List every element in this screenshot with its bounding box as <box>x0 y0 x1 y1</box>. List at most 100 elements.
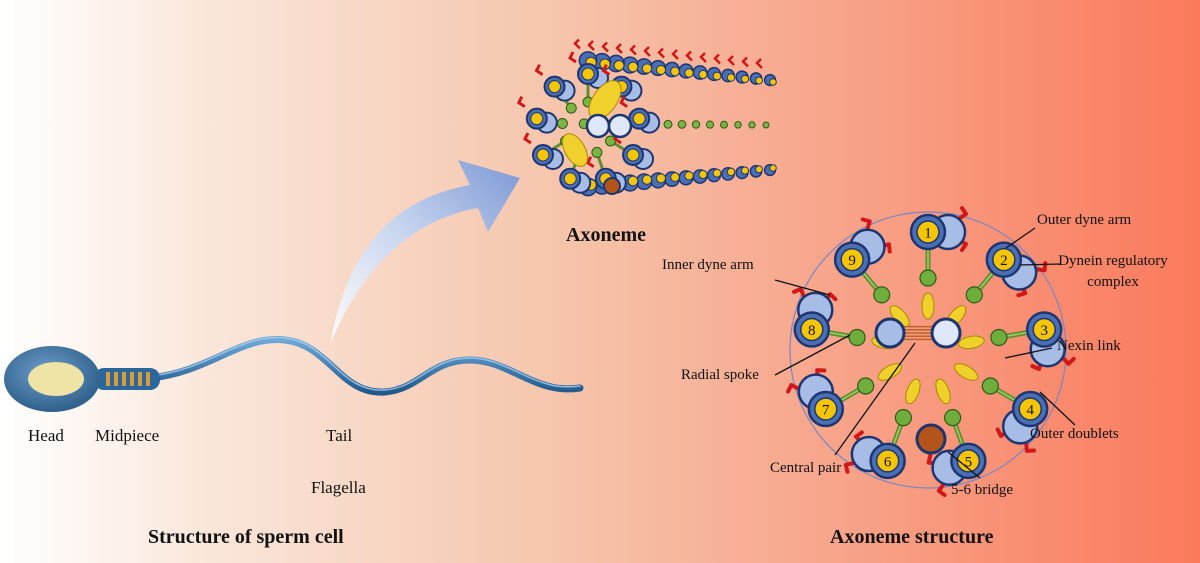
axoneme-front-spoke-head <box>591 146 603 158</box>
axoneme-dynein-arm <box>601 41 609 53</box>
axoneme-front-dynein-arm <box>516 95 526 108</box>
a-tubule-core <box>840 247 864 272</box>
doublet-number: 2 <box>1000 253 1008 269</box>
central-projection <box>921 292 935 320</box>
axoneme-3d <box>516 38 777 197</box>
a-tubule-core <box>916 220 940 244</box>
sperm-midpiece <box>94 368 160 390</box>
axoneme-dynein-arm <box>699 52 707 63</box>
axoneme-tubule-core <box>769 78 777 86</box>
label-central-pair: Central pair <box>770 460 842 476</box>
axoneme-central-tubule <box>607 113 633 139</box>
axoneme-bridge-dot <box>603 177 621 195</box>
axoneme-tubule-core <box>670 172 680 182</box>
a-tubule-core <box>875 449 900 473</box>
label-outer-dyne-arm: Outer dyne arm <box>1037 212 1132 228</box>
axoneme-spoke-head <box>677 120 687 129</box>
radial-spoke-head <box>848 328 866 347</box>
central-microtubule-left <box>874 317 906 349</box>
axoneme-tubule-core <box>641 174 653 185</box>
axoneme-tubule-core <box>698 69 708 80</box>
doublet-number: 5 <box>965 454 973 470</box>
mitochondria-coils <box>106 372 150 386</box>
axoneme-front-dynein-arm <box>568 51 577 64</box>
doublet-number: 4 <box>1026 403 1034 419</box>
axoneme-tubule-core <box>726 167 736 177</box>
axoneme-front-dynein-arm <box>585 156 595 168</box>
axoneme-front-spoke-head <box>556 117 568 129</box>
doublet-number: 3 <box>1040 323 1048 339</box>
axoneme-dynein-arm <box>755 58 763 69</box>
label-inner-dyne-arm: Inner dyne arm <box>662 257 754 273</box>
axoneme-front-dynein-arm <box>619 95 629 108</box>
axoneme-dynein-arm <box>671 49 679 60</box>
axoneme-central-tubule <box>585 113 611 139</box>
axoneme-front-a-core <box>626 148 640 162</box>
caption-axoneme-structure: Axoneme structure <box>830 526 994 548</box>
axoneme-dynein-arm <box>727 55 735 66</box>
sperm-cell <box>4 336 584 412</box>
axoneme-tubule-core <box>613 60 625 71</box>
axoneme-tubule-core <box>698 169 708 180</box>
sperm-nucleus <box>28 362 84 396</box>
caption-axoneme: Axoneme <box>566 224 646 246</box>
central-projection <box>953 363 979 381</box>
axoneme-spoke-head <box>663 119 673 129</box>
label-radial-spoke: Radial spoke <box>681 367 759 383</box>
axoneme-spoke-head <box>762 121 770 129</box>
central-projection <box>935 378 951 405</box>
axoneme-central-projection <box>562 133 588 167</box>
label-dynein-regulatory-line1: Dynein regulatory <box>1058 253 1168 269</box>
axoneme-tubule-core <box>641 63 653 74</box>
caption-sperm-structure: Structure of sperm cell <box>148 526 344 548</box>
axoneme-spoke-head <box>720 120 728 129</box>
radial-spoke-head <box>944 409 962 427</box>
axoneme-spoke-head <box>734 121 742 129</box>
a-tubule-core <box>992 247 1016 272</box>
central-microtubule-right <box>930 317 962 349</box>
a-tubule-core <box>814 397 838 421</box>
radial-spoke-head <box>990 328 1008 347</box>
axoneme-front-dynein-arm <box>601 63 611 76</box>
doublet-number: 1 <box>924 226 932 242</box>
axoneme-dynein-arm <box>615 43 623 54</box>
label-head: Head <box>28 426 64 445</box>
axoneme-front-spoke-head <box>605 135 617 147</box>
radial-spoke-head <box>981 377 999 395</box>
axoneme-tubule-core <box>755 76 763 85</box>
axoneme-dynein-arm <box>685 50 693 62</box>
central-projection <box>877 363 903 381</box>
axoneme-tubule-core <box>755 165 763 174</box>
radial-spoke-head <box>857 377 875 395</box>
doublet-number: 9 <box>848 253 856 269</box>
axoneme-tubule-core <box>684 68 694 78</box>
axoneme-tubule-core <box>655 64 667 76</box>
central-projection <box>957 335 985 350</box>
axoneme-front-a-core <box>548 80 562 94</box>
axoneme-front-a-core <box>632 112 646 126</box>
axoneme-tubule-core <box>655 173 667 184</box>
axoneme-front-a-core <box>536 148 550 162</box>
axoneme-dynein-arm <box>629 44 637 56</box>
label-5-6-bridge: 5-6 bridge <box>951 482 1014 498</box>
central-projection <box>905 378 921 405</box>
label-nexin-link: Nexin link <box>1057 338 1121 354</box>
axoneme-dynein-arm <box>587 40 595 51</box>
axoneme-dynein-arm <box>657 47 665 59</box>
label-tail: Tail <box>326 426 353 445</box>
radial-spoke-head <box>894 409 912 427</box>
axoneme-dynein-arm <box>741 56 749 68</box>
axoneme-tubule-core <box>712 71 722 81</box>
leader-lines <box>774 227 1076 479</box>
axoneme-front-spoke-head <box>565 102 577 114</box>
axoneme-dynein-arm <box>573 38 581 50</box>
axoneme-tubule-core <box>670 66 680 77</box>
axoneme-spoke-head <box>691 120 701 129</box>
curved-arrow <box>330 160 520 345</box>
a-tubule-core <box>1018 397 1042 421</box>
axoneme-tubule-core <box>627 175 639 187</box>
central-pair <box>874 317 962 349</box>
